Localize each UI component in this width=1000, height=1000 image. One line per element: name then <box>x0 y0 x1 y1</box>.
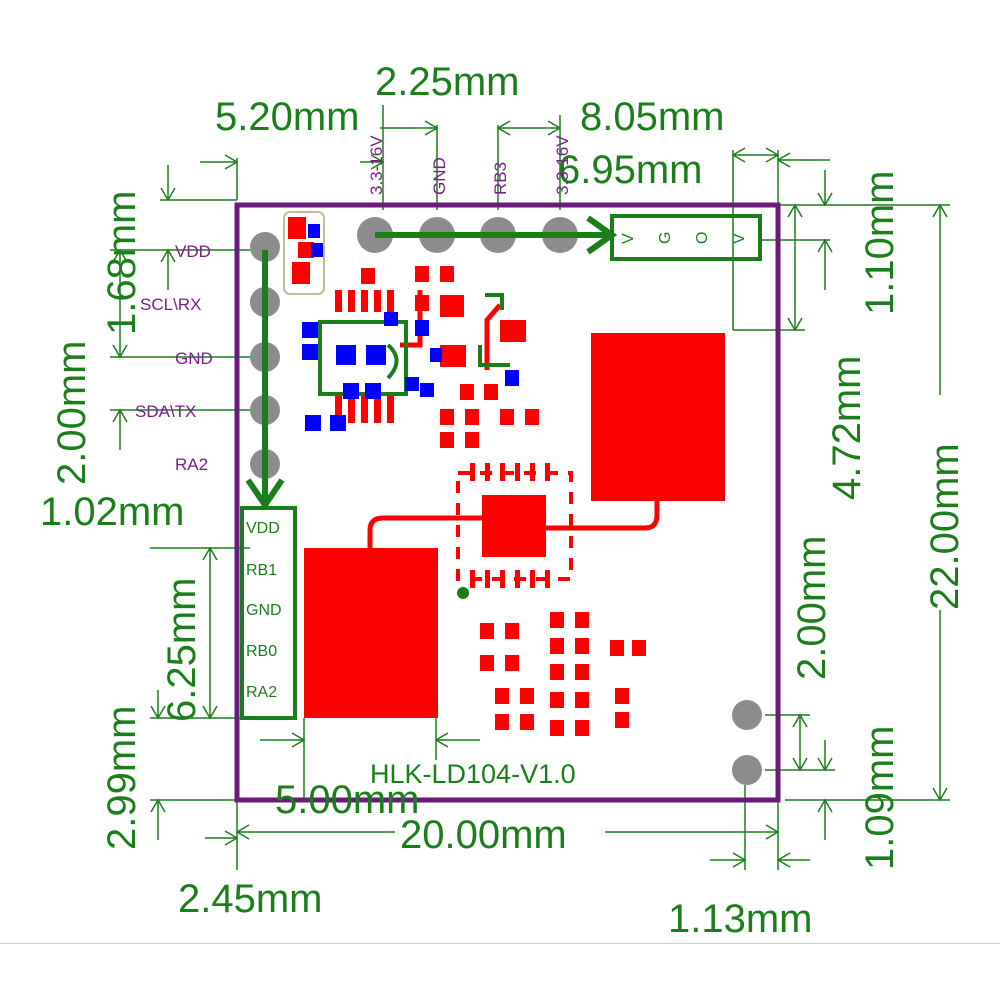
dim-left-1-68: 1.68mm <box>100 191 144 336</box>
connector-pin-label-4: RB0 <box>246 643 277 660</box>
top-pin-label-1: 3.3-16V <box>367 135 386 195</box>
tr-connector-pin-1: V <box>620 233 637 244</box>
tr-connector-pin-3: O <box>694 232 711 244</box>
dim-top-6-95: 6.95mm <box>558 148 703 192</box>
left-connector <box>240 506 297 720</box>
antenna-pad-right <box>591 333 725 501</box>
radar-chip-qfn <box>456 463 573 599</box>
dim-bottom-5-00: 5.00mm <box>275 778 420 822</box>
top-pin-label-4: 3.3-16V <box>553 135 572 195</box>
tr-connector-pin-2: G <box>657 232 674 244</box>
connector-pin-label-2: RB1 <box>246 562 277 579</box>
dim-bottom-20-00: 20.00mm <box>400 813 567 857</box>
dim-right-1-09: 1.09mm <box>858 726 902 871</box>
left-pin-label-3: GND <box>175 349 213 368</box>
antenna-pad-left <box>304 548 438 718</box>
dim-right-1-10: 1.10mm <box>858 171 902 316</box>
dim-right-4-72: 4.72mm <box>825 356 869 501</box>
dim-top-5-20: 5.20mm <box>215 95 360 139</box>
dim-right-2-00: 2.00mm <box>790 536 834 681</box>
connector-pin-label-3: GND <box>246 602 282 619</box>
mount-holes-right <box>732 700 762 785</box>
dim-right-22-00: 22.00mm <box>923 443 967 610</box>
smd-cluster-bottom <box>480 612 646 736</box>
smd-cluster-top <box>283 211 539 448</box>
board-outline <box>234 202 781 803</box>
left-pin-label-5: RA2 <box>175 455 208 474</box>
dim-bottom-2-45: 2.45mm <box>178 877 323 921</box>
connector-pin-label-5: RA2 <box>246 684 277 701</box>
top-right-connector <box>610 214 762 261</box>
connector-pin-label-1: VDD <box>246 520 280 537</box>
dim-left-1-02: 1.02mm <box>40 490 185 534</box>
top-pin-label-2: GND <box>430 157 449 195</box>
tr-connector-pin-4: V <box>731 233 748 244</box>
bottom-divider <box>0 943 1000 944</box>
top-pin-label-3: RB3 <box>491 162 510 195</box>
board-model-label: HLK-LD104-V1.0 <box>370 759 576 789</box>
dim-top-8-05: 8.05mm <box>580 95 725 139</box>
dim-left-2-99: 2.99mm <box>100 706 144 851</box>
left-pin-label-2: SCL\RX <box>140 295 201 314</box>
left-pin-label-4: SDA\TX <box>135 402 196 421</box>
dim-bottom-1-13: 1.13mm <box>668 897 813 941</box>
dim-top-2-25: 2.25mm <box>375 60 520 104</box>
labels: 2.25mm 5.20mm 8.05mm 6.95mm 1.02mm 5.00m… <box>40 60 967 941</box>
left-pin-label-1: VDD <box>175 242 211 261</box>
dim-left-2-00: 2.00mm <box>50 341 94 486</box>
dim-left-6-25: 6.25mm <box>160 578 204 723</box>
dimension-lines <box>110 105 950 870</box>
